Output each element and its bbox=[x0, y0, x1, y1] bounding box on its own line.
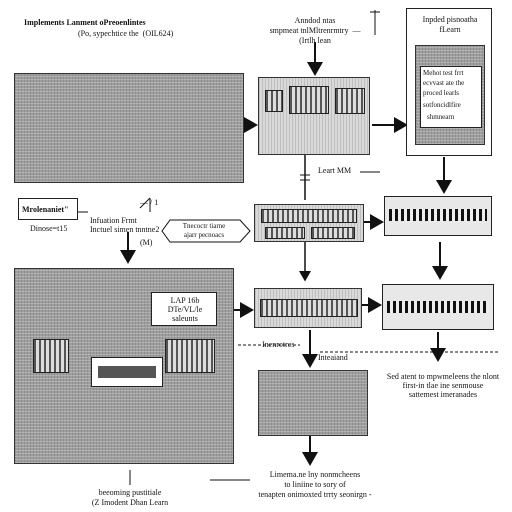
mid-note-line3: (M) bbox=[140, 238, 153, 247]
module-block-1 bbox=[258, 77, 370, 155]
page-title: Implements Lanment oPreoenlintes bbox=[24, 18, 146, 27]
circuit-board bbox=[335, 88, 365, 114]
learning-inner-line1: Mehot test frrt bbox=[423, 69, 464, 77]
learning-box-title-1: Inpded pisnoatha bbox=[422, 15, 478, 24]
module-block-3 bbox=[254, 288, 362, 328]
learn-label: Leart MM bbox=[318, 166, 352, 175]
left-label-line2: Dinose=t15 bbox=[30, 224, 68, 233]
left-label-box: Mrolenaniet" bbox=[18, 198, 78, 220]
top-note-line1: Anndod ntas bbox=[294, 16, 336, 25]
learning-inner-line5: shmnearn bbox=[427, 113, 455, 121]
bottom-note-line1: Limema.ne lny nonmcheens bbox=[269, 470, 361, 479]
chip-icon bbox=[265, 90, 283, 112]
module-block-2 bbox=[254, 204, 364, 242]
circuit-board bbox=[265, 227, 305, 239]
learning-inner-line3: proced learls bbox=[423, 89, 459, 97]
circuit-board bbox=[311, 227, 355, 239]
learning-inner-panel: Mehot test frrt ecvvast ate the proced l… bbox=[415, 45, 485, 145]
circuit-board bbox=[165, 339, 215, 373]
mid-note-center: Inteaiand bbox=[318, 353, 348, 362]
process-line2: ajarr pecnoacs bbox=[183, 231, 225, 239]
circuit-board bbox=[261, 209, 357, 223]
circuit-board bbox=[260, 299, 358, 317]
inner-label-line2: DTe/VL/le bbox=[167, 305, 203, 314]
circuit-board bbox=[289, 86, 329, 114]
circuit-board bbox=[33, 339, 69, 373]
output-panel bbox=[258, 370, 368, 436]
mid-note-line2: Inctuel simen tnntne2 bbox=[90, 225, 160, 234]
process-arrow-shape bbox=[161, 219, 251, 243]
top-note-line3: (Irtlh lean bbox=[299, 36, 331, 45]
mid-note-line1: Infuation Frmt bbox=[90, 216, 137, 225]
learning-box-title-2: fLearn bbox=[439, 25, 461, 34]
top-note-line2: smpmeat tnlMltrenrmtry — bbox=[269, 26, 361, 35]
inner-label-box: LAP 16b DTe/VL/le saleunts bbox=[151, 292, 217, 326]
learning-inner-box: Mehot test frrt ecvvast ate the proced l… bbox=[420, 66, 482, 128]
input-image-panel bbox=[14, 73, 244, 183]
circuit-panel: LAP 16b DTe/VL/le saleunts bbox=[14, 268, 234, 464]
keyboard-array-2 bbox=[382, 284, 494, 330]
inner-label-line1: LAP 16b bbox=[170, 296, 200, 305]
inner-label-line3: saleunts bbox=[172, 314, 198, 323]
left-label-line1: Mrolenaniet" bbox=[22, 205, 69, 214]
learning-inner-line2: ecvvast ate the bbox=[423, 79, 465, 87]
page-subtitle: (Po, sypechtice the (OIL624) bbox=[78, 29, 174, 38]
left-label-mark: — / 1 bbox=[140, 198, 159, 207]
process-line1: Tnecoctr tiarne bbox=[182, 222, 226, 230]
display-module bbox=[91, 357, 163, 387]
right-note-line3: sattemest imeranades bbox=[408, 390, 478, 399]
bottom-note-line2: to liniine to sory of bbox=[284, 480, 346, 489]
right-note-line2: first-in tlae ine senmouse bbox=[402, 381, 484, 390]
bottom-left-line1: beeoming pustitiale bbox=[98, 488, 162, 497]
mid-note-left: Inenrotrcs bbox=[262, 340, 295, 349]
bottom-left-line2: (Z Imodent Dhan Learn bbox=[91, 498, 169, 507]
learning-box: Inpded pisnoatha fLearn Mehot test frrt … bbox=[406, 8, 492, 156]
keyboard-array-1 bbox=[384, 196, 492, 236]
learning-inner-line4: sotfoncidlfire bbox=[423, 101, 461, 109]
bottom-note-line3: tenapten onimoxted trrty seonirgn - bbox=[258, 490, 372, 499]
right-note-line1: Sed atent to mpwmeleens the nlont bbox=[386, 372, 500, 381]
